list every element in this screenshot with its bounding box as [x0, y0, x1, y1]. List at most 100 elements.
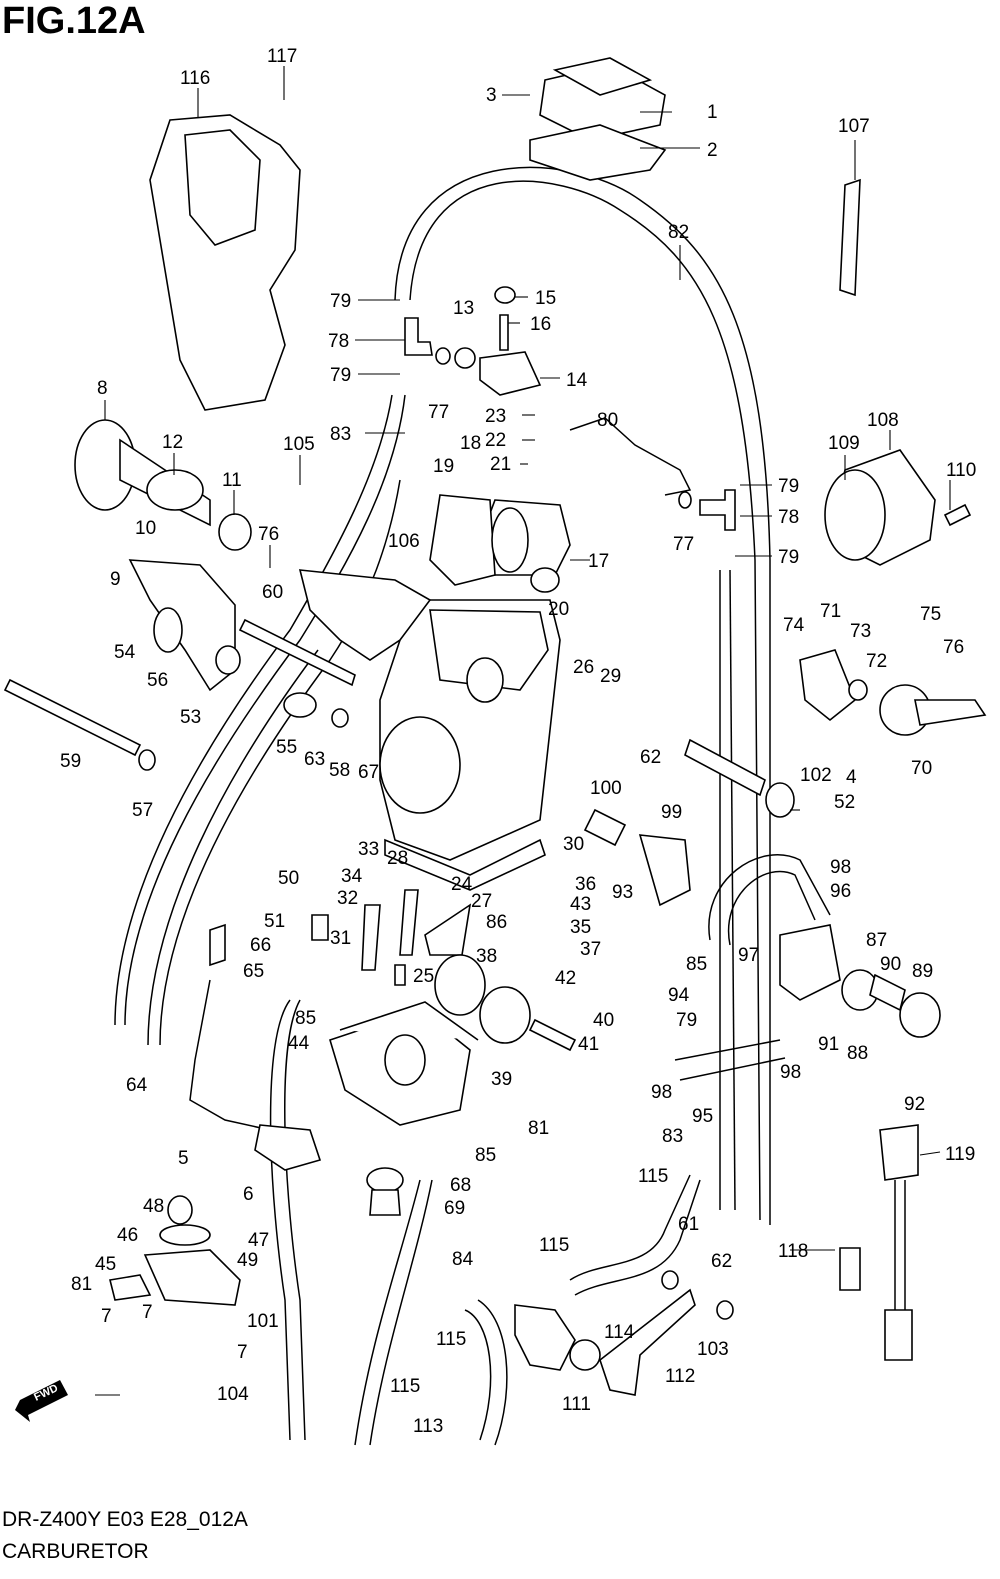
- drain-hose-104: [269, 999, 306, 1441]
- top-cap-gasket: [529, 124, 667, 181]
- callout-71: 71: [820, 601, 841, 622]
- callout-54: 54: [114, 642, 136, 663]
- callout-7: 7: [142, 1302, 153, 1323]
- bracket-99: [638, 834, 691, 907]
- callout-108: 108: [867, 410, 899, 431]
- callout-111: 111: [562, 1394, 591, 1415]
- callout-78: 78: [328, 331, 349, 352]
- callout-55: 55: [276, 737, 297, 758]
- callout-77: 77: [428, 402, 449, 423]
- callout-22: 22: [485, 430, 506, 451]
- callout-81: 81: [71, 1274, 92, 1295]
- t-joint-78a: [404, 317, 433, 356]
- callout-29: 29: [600, 666, 621, 687]
- drain-plug-69: [366, 1167, 404, 1216]
- float-86: [424, 903, 472, 956]
- callout-117: 117: [267, 46, 297, 67]
- callout-66: 66: [250, 935, 271, 956]
- callout-13: 13: [453, 298, 474, 319]
- accelerator-pump-parts: [109, 1195, 241, 1306]
- link-rod-80: [569, 417, 692, 496]
- callout-98: 98: [651, 1082, 672, 1103]
- callout-64: 64: [126, 1075, 148, 1096]
- callout-76: 76: [258, 524, 279, 545]
- callout-80: 80: [597, 410, 618, 431]
- callout-69: 69: [444, 1198, 465, 1219]
- callout-73: 73: [850, 621, 871, 642]
- callout-79: 79: [778, 547, 799, 568]
- callout-88: 88: [847, 1043, 868, 1064]
- callout-79: 79: [330, 291, 351, 312]
- callout-90: 90: [880, 954, 901, 975]
- cable-64: [189, 979, 322, 1171]
- hose-113: [464, 1299, 508, 1446]
- shaft-60: [238, 618, 356, 728]
- callout-74: 74: [783, 615, 805, 636]
- callout-15: 15: [535, 288, 556, 309]
- callout-62: 62: [640, 747, 661, 768]
- intake-pipe-108: [824, 449, 936, 566]
- callout-96: 96: [830, 881, 851, 902]
- callout-45: 45: [95, 1254, 116, 1275]
- callout-72: 72: [866, 651, 887, 672]
- callout-77: 77: [673, 534, 694, 555]
- callout-93: 93: [612, 882, 633, 903]
- callout-85: 85: [295, 1008, 316, 1029]
- callout-79: 79: [778, 476, 799, 497]
- callout-47: 47: [248, 1230, 269, 1251]
- callout-75: 75: [920, 604, 941, 625]
- callout-42: 42: [555, 968, 576, 989]
- hot-start-plunger-100: [583, 808, 627, 847]
- callout-115: 115: [539, 1235, 569, 1256]
- callout-63: 63: [304, 749, 325, 770]
- float-chamber-44: [329, 1001, 479, 1126]
- callout-36: 36: [575, 874, 596, 895]
- callout-83: 83: [330, 424, 351, 445]
- bracket-103: [599, 1270, 734, 1396]
- hose-96: [708, 854, 831, 946]
- callout-48: 48: [143, 1196, 164, 1217]
- callout-99: 99: [661, 802, 682, 823]
- callout-103: 103: [697, 1339, 729, 1360]
- callout-16: 16: [530, 314, 551, 335]
- vent-hose-82: [394, 166, 771, 1225]
- callout-94: 94: [668, 985, 690, 1006]
- callout-44: 44: [288, 1033, 310, 1054]
- callout-20: 20: [548, 599, 569, 620]
- hose-114: [569, 1174, 701, 1296]
- callout-87: 87: [866, 930, 887, 951]
- callout-82: 82: [668, 222, 689, 243]
- accelerator-pump-cover-39: [434, 954, 577, 1052]
- callout-112: 112: [665, 1366, 695, 1387]
- valve-87-assembly: [779, 924, 941, 1038]
- callout-7: 7: [237, 1342, 248, 1363]
- callout-34: 34: [341, 866, 363, 887]
- callout-41: 41: [578, 1034, 599, 1055]
- callout-4: 4: [846, 767, 857, 788]
- callout-49: 49: [237, 1250, 258, 1271]
- callout-1: 1: [707, 102, 718, 123]
- callout-97: 97: [738, 945, 759, 966]
- callout-28: 28: [387, 848, 408, 869]
- callout-95: 95: [692, 1106, 713, 1127]
- callout-86: 86: [486, 912, 507, 933]
- plate-71: [799, 649, 868, 722]
- throttle-cable-cover: [149, 114, 301, 411]
- callout-37: 37: [580, 939, 601, 960]
- jets-group: [311, 889, 419, 986]
- carburetor-body: [379, 599, 561, 891]
- callout-51: 51: [264, 911, 285, 932]
- callout-31: 31: [330, 928, 351, 949]
- callout-12: 12: [162, 432, 183, 453]
- fuel-joint-14: [435, 286, 542, 396]
- callout-58: 58: [329, 760, 350, 781]
- callout-76: 76: [943, 637, 964, 658]
- callout-79: 79: [676, 1010, 697, 1031]
- callout-11: 11: [222, 470, 242, 491]
- starter-plunger-52: [684, 738, 795, 818]
- callout-83: 83: [662, 1126, 683, 1147]
- callout-101: 101: [247, 1311, 279, 1332]
- callout-10: 10: [135, 518, 156, 539]
- callout-115: 115: [436, 1329, 466, 1350]
